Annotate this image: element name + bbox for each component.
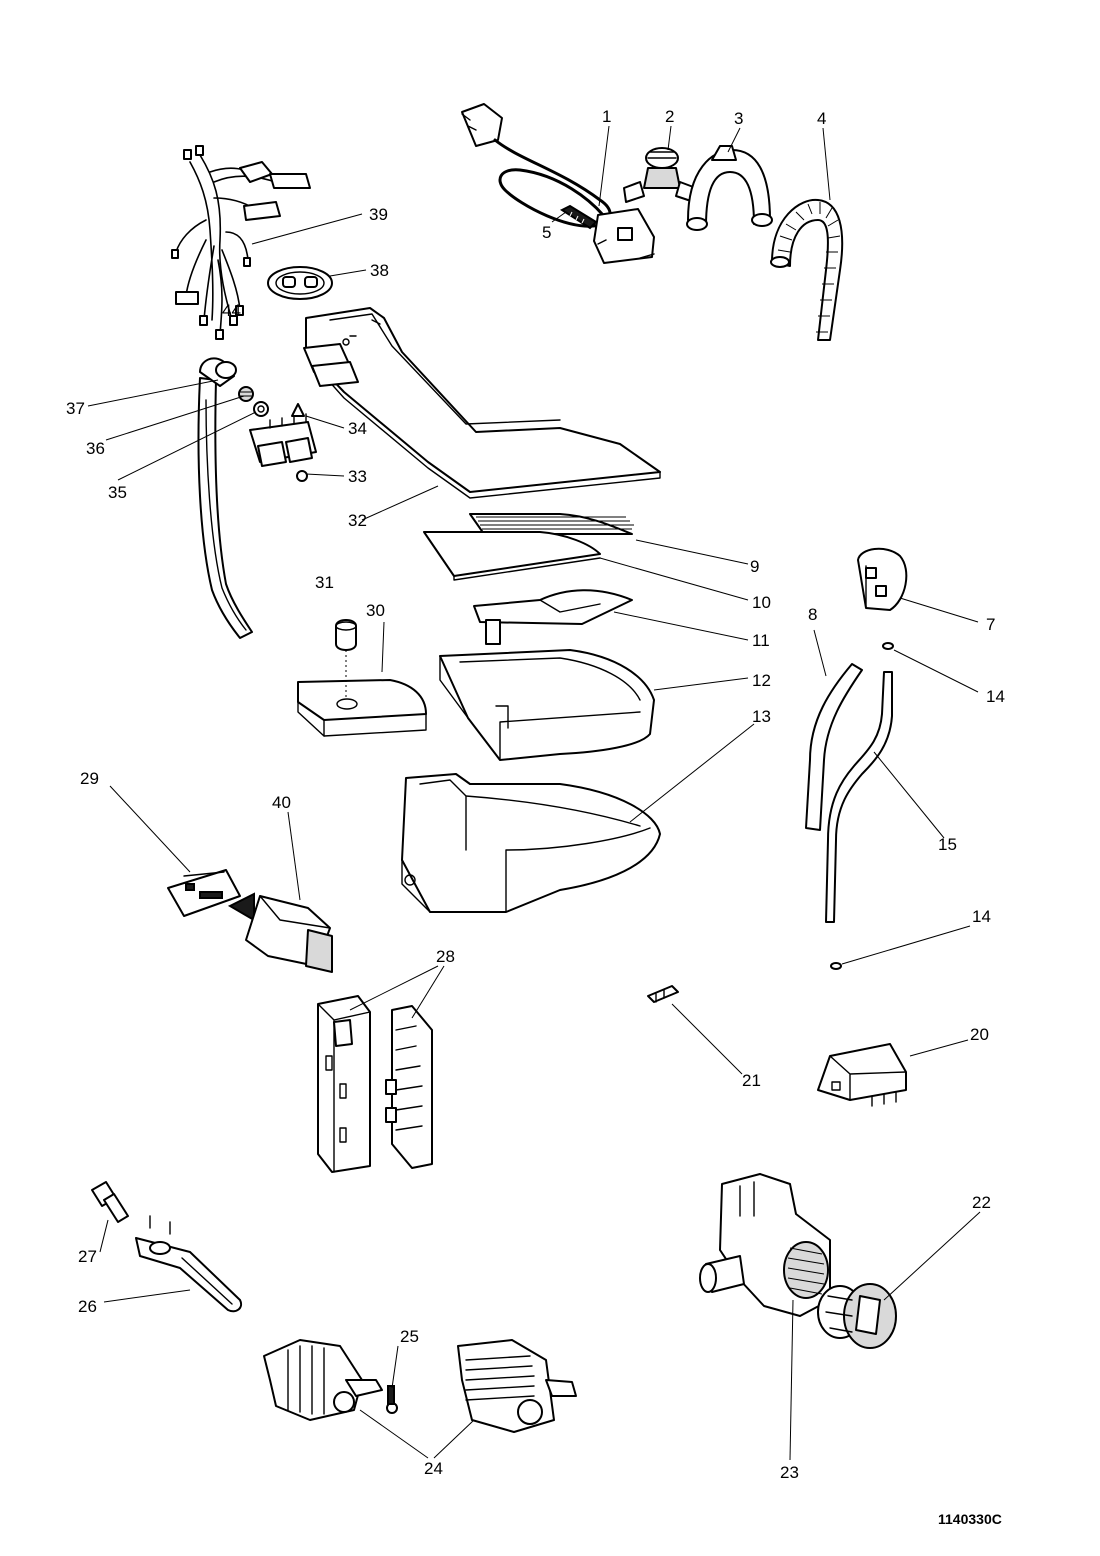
part-31-cap: [335, 619, 357, 700]
callout-29: 29: [80, 769, 99, 788]
part-8-hose: [805, 663, 863, 831]
callout-40: 40: [272, 793, 291, 812]
part-3-hose-guide: [686, 145, 773, 231]
part-21-connector: [647, 985, 679, 1003]
part-5-screw: [559, 204, 598, 230]
callout-10: 10: [752, 593, 771, 612]
part-33-inlet-valve: [249, 413, 317, 482]
callout-labels: 1 2 3 4 5 39 38 44 37 36 35 34 33 32 9 1…: [66, 107, 1005, 1482]
part-38-grommet: [267, 266, 333, 300]
callout-2: 2: [665, 107, 674, 126]
leader-lines: [87, 125, 981, 1461]
callout-11: 11: [752, 631, 770, 650]
part-23-drain-pump: [699, 1173, 831, 1317]
callout-31: 31: [315, 573, 334, 592]
part-10-cover-plate: [423, 531, 601, 581]
part-4-drain-hose: [770, 198, 844, 341]
part-24-motor-right: [457, 1339, 577, 1433]
part-29-label: [167, 869, 241, 917]
callout-15: 15: [938, 835, 957, 854]
part-20-door-lock: [817, 1043, 907, 1107]
callout-24: 24: [424, 1459, 443, 1478]
callout-13: 13: [752, 707, 771, 726]
part-9-filter-mat: [469, 513, 634, 535]
callout-35: 35: [108, 483, 127, 502]
callout-22: 22: [972, 1193, 991, 1212]
part-15-hose: [825, 671, 893, 923]
callout-25: 25: [400, 1327, 419, 1346]
callout-14-upper: 14: [986, 687, 1005, 706]
callout-30: 30: [366, 601, 385, 620]
part-12-dispenser-drawer: [439, 649, 655, 761]
callout-8: 8: [808, 605, 817, 624]
callout-4: 4: [817, 109, 826, 128]
part-36-filter: [238, 386, 254, 402]
part-28-electronic-module: [317, 995, 433, 1173]
callout-26: 26: [78, 1297, 97, 1316]
part-26-heating-element: [135, 1215, 242, 1313]
part-13-dispenser-housing: [401, 773, 661, 913]
part-27-ntc-sensor: [91, 1181, 129, 1223]
callout-32: 32: [348, 511, 367, 530]
callout-12: 12: [752, 671, 771, 690]
part-30-softener-tray: [297, 679, 427, 737]
callout-28: 28: [436, 947, 455, 966]
callout-9: 9: [750, 557, 759, 576]
callout-21: 21: [742, 1071, 761, 1090]
callout-36: 36: [86, 439, 105, 458]
part-22-pump-filter: [817, 1283, 897, 1349]
callout-34: 34: [348, 419, 367, 438]
callout-38: 38: [370, 261, 389, 280]
part-32-top-panel: [303, 307, 661, 499]
callout-27: 27: [78, 1247, 97, 1266]
callout-23: 23: [780, 1463, 799, 1482]
callout-44: 44: [222, 301, 241, 320]
callout-5: 5: [542, 223, 551, 242]
part-25-screw: [386, 1385, 398, 1414]
part-7-pressure-switch: [857, 547, 908, 611]
callout-37: 37: [66, 399, 85, 418]
callout-14-lower: 14: [972, 907, 991, 926]
callout-20: 20: [970, 1025, 989, 1044]
part-14-clamp-upper: [882, 642, 894, 650]
callout-3: 3: [734, 109, 743, 128]
part-11-dispenser-siphon: [473, 589, 633, 645]
drawing-reference-number: 1140330C: [938, 1511, 1002, 1527]
part-14-clamp-lower: [830, 962, 842, 970]
part-2-y-valve: [623, 147, 697, 203]
part-24-motor-left: [263, 1339, 383, 1421]
callout-39: 39: [369, 205, 388, 224]
part-39-wiring-harness: [171, 145, 311, 340]
part-34-valve-cap: [291, 403, 305, 417]
callout-33: 33: [348, 467, 367, 486]
callout-1: 1: [602, 107, 611, 126]
part-40-module: [227, 892, 333, 973]
callout-7: 7: [986, 615, 995, 634]
part-1-power-cable: [461, 103, 655, 264]
part-37-inlet-hose: [197, 357, 253, 639]
part-35-washer: [253, 401, 269, 417]
